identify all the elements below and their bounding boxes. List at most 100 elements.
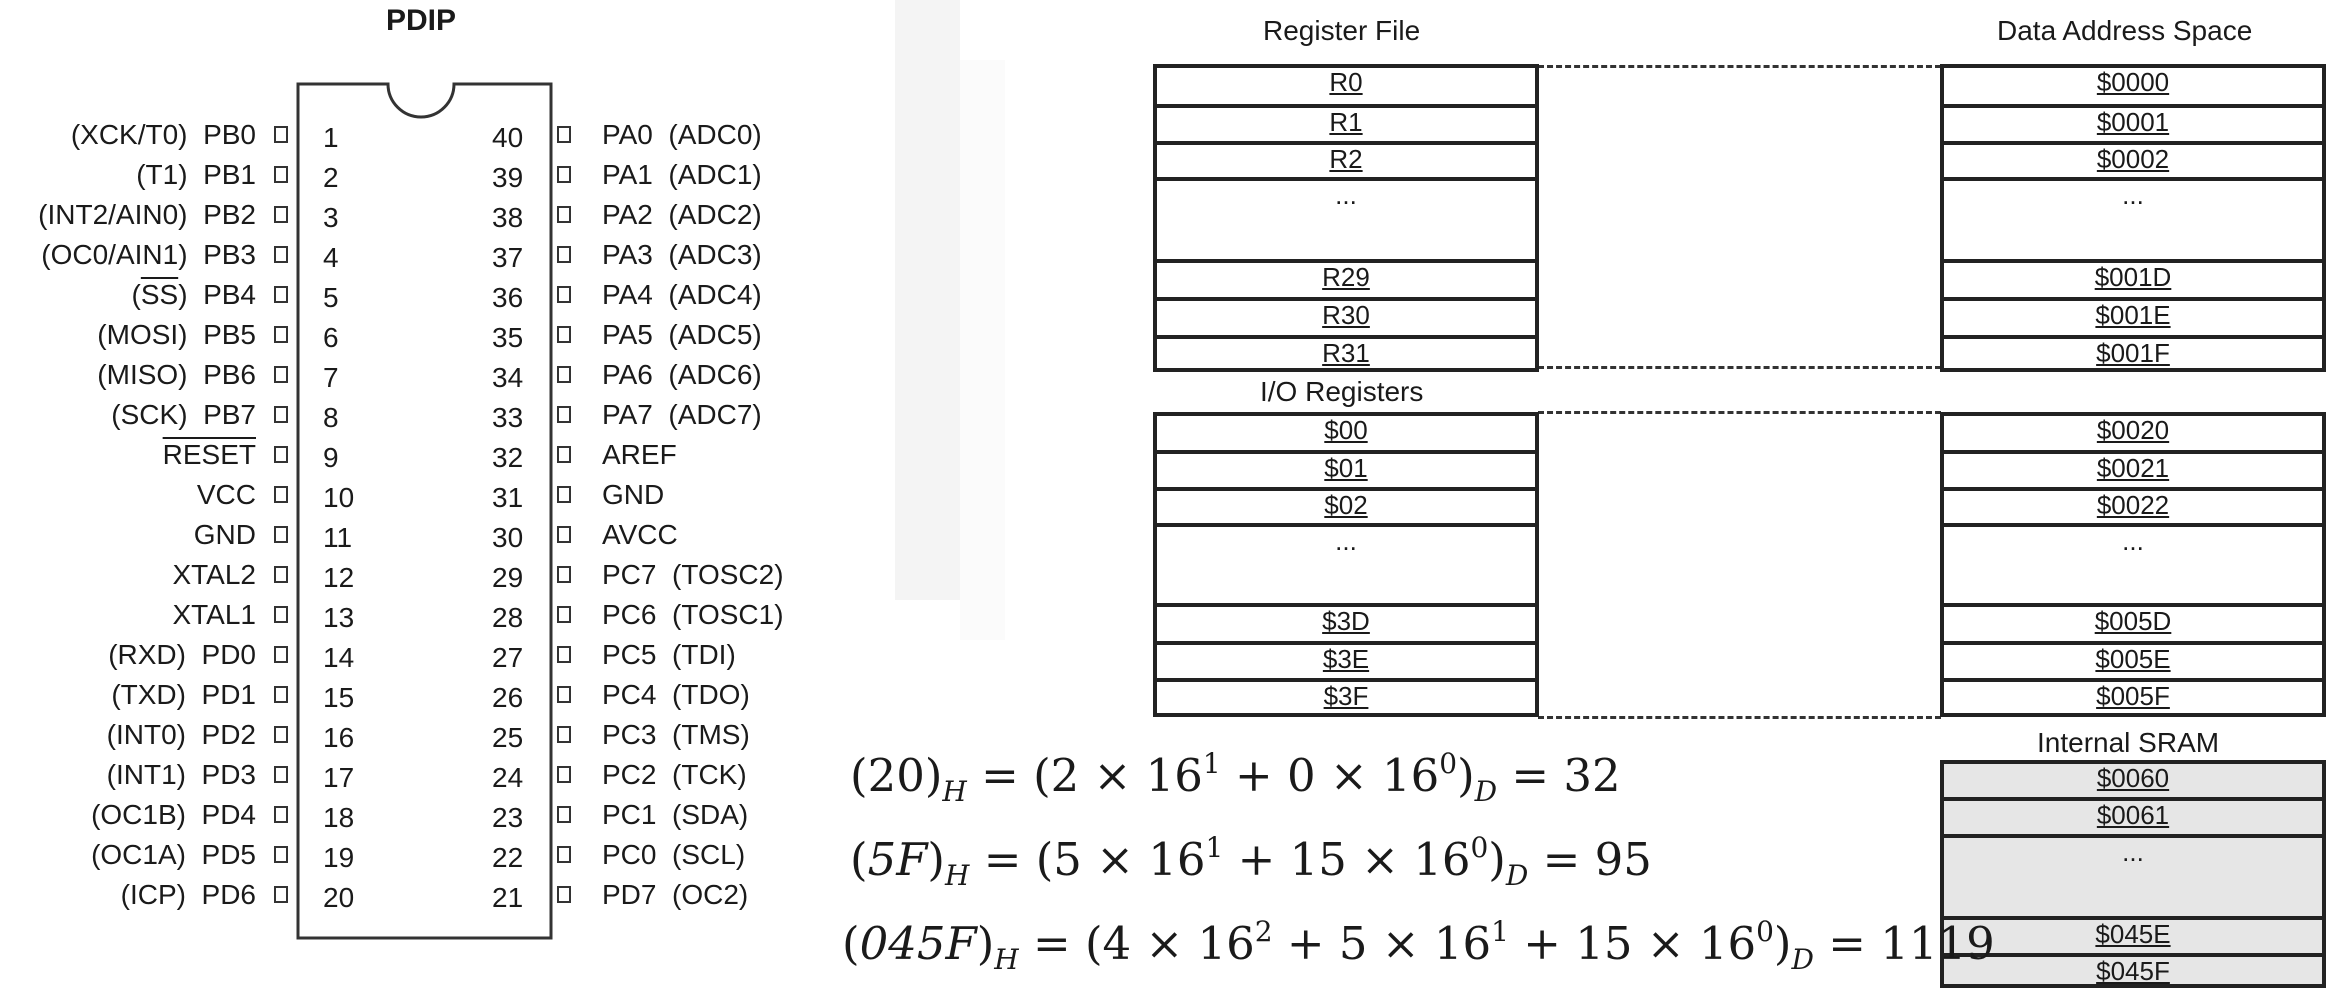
pin-label-overline: SS xyxy=(140,279,179,310)
pin-box xyxy=(557,326,571,343)
pin-number: 3 xyxy=(323,202,339,233)
memory-cell: $0061 xyxy=(1940,797,2326,838)
pin-label: AVCC xyxy=(602,519,678,550)
pin-box xyxy=(274,846,288,863)
pin-number: 6 xyxy=(323,322,339,353)
memory-cell: R31 xyxy=(1153,335,1539,372)
pin-label: PC3 (TMS) xyxy=(602,719,750,750)
pin-label: GND xyxy=(602,479,665,510)
pin-box xyxy=(557,566,571,583)
pin-number: 11 xyxy=(323,522,353,553)
chip-body xyxy=(296,82,553,940)
memory-cell: $0021 xyxy=(1940,450,2326,491)
pin-label: (SCK) PB7 xyxy=(111,399,256,430)
pin-number: 17 xyxy=(323,762,355,793)
pin-label: PA2 (ADC2) xyxy=(602,199,762,230)
pin-label: (OC0/AIN1) PB3 xyxy=(41,239,256,270)
pin-box xyxy=(274,606,288,623)
data-address-space-title: Data Address Space xyxy=(1997,15,2253,46)
memory-cell-label: $01 xyxy=(1324,453,1368,483)
pin-label-prefix: ( xyxy=(131,279,141,310)
memory-cell: R1 xyxy=(1153,104,1539,145)
equation-1-lhs: 20 xyxy=(867,749,925,802)
pin-number: 23 xyxy=(492,802,524,833)
pin-number: 10 xyxy=(323,482,355,513)
memory-cell: ... xyxy=(1940,523,2326,607)
memory-cell-label: R1 xyxy=(1329,107,1363,137)
pin-box xyxy=(557,126,571,143)
pin-number: 38 xyxy=(492,202,524,233)
pin-label: (XCK/T0) PB0 xyxy=(70,119,256,150)
memory-cell: $005D xyxy=(1940,603,2326,645)
pin-box xyxy=(274,406,288,423)
pin-number: 5 xyxy=(323,282,339,313)
dashed-connector xyxy=(1538,65,1941,68)
memory-cell: $001D xyxy=(1940,259,2326,301)
pin-box xyxy=(557,846,571,863)
memory-cell: $005E xyxy=(1940,641,2326,682)
pin-label: PA0 (ADC0) xyxy=(602,119,762,150)
memory-cell: $3D xyxy=(1153,603,1539,645)
pin-box xyxy=(274,286,288,303)
memory-cell: R2 xyxy=(1153,141,1539,181)
pin-number: 28 xyxy=(492,602,524,633)
pin-label: (OC1A) PD5 xyxy=(91,839,256,870)
equation-1: (20)H = (2 × 161 + 0 × 160)D = 32 xyxy=(850,747,1621,808)
pin-label-overline: RESET xyxy=(162,439,256,470)
pin-box xyxy=(274,646,288,663)
pin-label: XTAL2 xyxy=(172,559,256,590)
io-registers-title: I/O Registers xyxy=(1260,376,1424,407)
memory-cell-label: $3D xyxy=(1322,606,1370,636)
equation-3: (045F)H = (4 × 162 + 5 × 161 + 15 × 160)… xyxy=(842,915,1995,976)
pin-box xyxy=(274,686,288,703)
equation-3-lhs: 045F xyxy=(859,917,977,970)
pin-number: 39 xyxy=(492,162,524,193)
pin-label: AREF xyxy=(602,439,677,470)
memory-cell-label: $001F xyxy=(2096,338,2170,368)
pin-number: 7 xyxy=(323,362,339,393)
pin-number: 21 xyxy=(492,882,524,913)
pin-number: 29 xyxy=(492,562,524,593)
pin-box xyxy=(557,246,571,263)
memory-cell: $045E xyxy=(1940,916,2326,957)
memory-cell: $0060 xyxy=(1940,760,2326,801)
pin-label: PC2 (TCK) xyxy=(602,759,747,790)
pin-label: GND xyxy=(193,519,256,550)
pin-box xyxy=(274,886,288,903)
pin-box xyxy=(557,166,571,183)
pin-label: PA7 (ADC7) xyxy=(602,399,762,430)
memory-cell-label: R2 xyxy=(1329,144,1363,174)
memory-cell-label: $005F xyxy=(2096,681,2170,711)
pin-label: PC4 (TDO) xyxy=(602,679,750,710)
pin-box xyxy=(274,206,288,223)
pin-label: (INT2/AIN0) PB2 xyxy=(38,199,256,230)
pin-label: (RXD) PD0 xyxy=(108,639,256,670)
memory-cell-label: ... xyxy=(1335,526,1357,556)
pin-box xyxy=(557,406,571,423)
pin-box xyxy=(557,606,571,623)
memory-cell-label: $00 xyxy=(1324,415,1368,445)
pin-box xyxy=(557,526,571,543)
pin-label: PA3 (ADC3) xyxy=(602,239,762,270)
pin-number: 8 xyxy=(323,402,339,433)
pin-number: 12 xyxy=(323,562,355,593)
pin-number: 14 xyxy=(323,642,355,673)
pin-box xyxy=(557,806,571,823)
memory-cell: ... xyxy=(1153,523,1539,607)
pin-label: (ICP) PD6 xyxy=(120,879,256,910)
pin-box xyxy=(557,486,571,503)
pin-label: XTAL1 xyxy=(172,599,256,630)
pin-label: PA6 (ADC6) xyxy=(602,359,762,390)
memory-cell: $005F xyxy=(1940,678,2326,717)
pin-number: 32 xyxy=(492,442,524,473)
pin-label: RESET xyxy=(163,441,256,469)
pin-box xyxy=(274,246,288,263)
pin-box xyxy=(557,646,571,663)
pdip-title: PDIP xyxy=(386,4,457,37)
pin-number: 22 xyxy=(492,842,524,873)
pin-box xyxy=(274,326,288,343)
memory-cell-label: $0060 xyxy=(2096,763,2170,793)
pin-number: 25 xyxy=(492,722,524,753)
watermark-shape xyxy=(960,60,1005,640)
pin-box xyxy=(557,446,571,463)
